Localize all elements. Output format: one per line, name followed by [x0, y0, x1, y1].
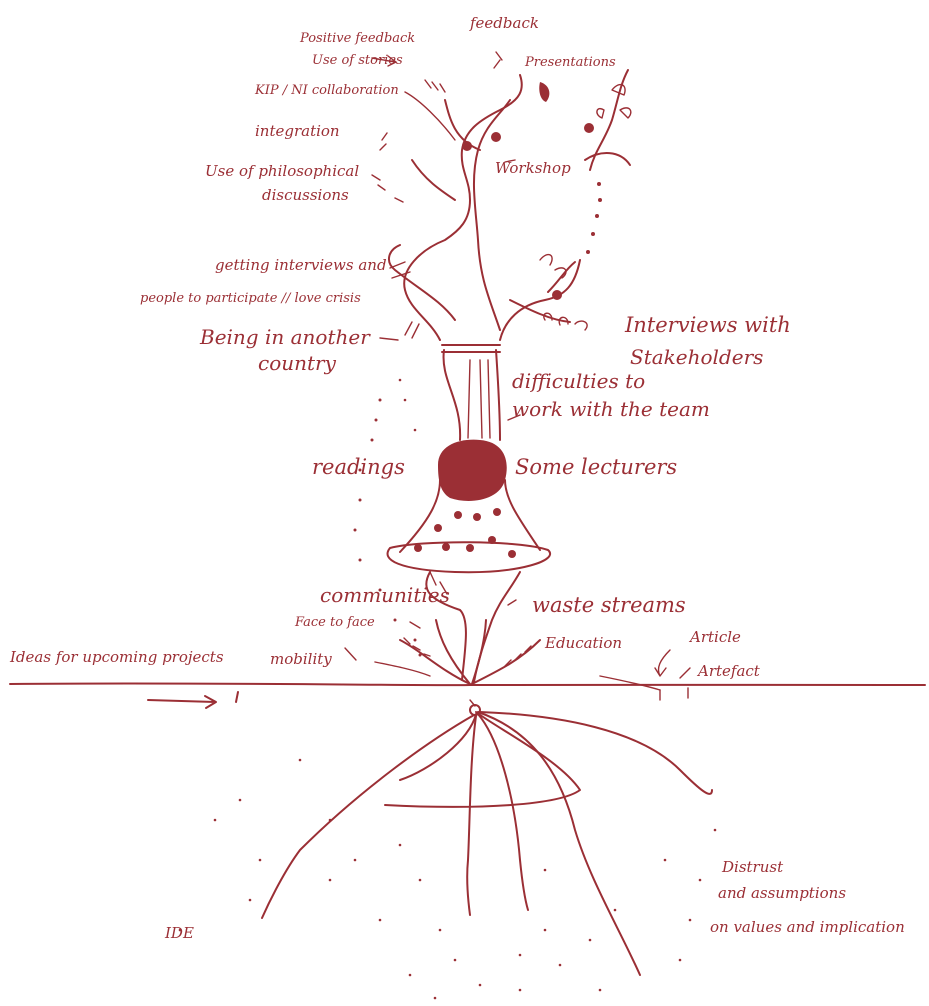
label-waste-streams: waste streams — [532, 593, 686, 617]
label-stakeholders-2: Stakeholders — [630, 345, 763, 369]
label-stakeholders-1: Interviews with — [624, 313, 791, 337]
label-presentations: Presentations — [524, 55, 616, 70]
label-philosophical-2: discussions — [262, 186, 349, 204]
label-readings: readings — [312, 455, 405, 479]
label-mobility: mobility — [270, 650, 332, 668]
roots — [262, 700, 712, 975]
label-distrust-1: Distrust — [721, 858, 784, 876]
label-integration: integration — [255, 122, 340, 140]
label-kip-ni: KIP / NI collaboration — [254, 83, 399, 98]
label-interviews-people-1: getting interviews and — [215, 256, 387, 274]
label-another-country-1: Being in another — [199, 325, 371, 349]
ground-arrow — [148, 696, 216, 708]
label-workshop: Workshop — [495, 159, 571, 177]
label-difficulties-1: difficulties to — [512, 369, 645, 393]
label-use-of-stories: Use of stories — [312, 53, 403, 68]
label-lecturers: Some lecturers — [515, 455, 677, 479]
label-ideas: Ideas for upcoming projects — [9, 648, 224, 666]
label-communities: communities — [320, 583, 450, 607]
label-another-country-2: country — [258, 351, 337, 375]
label-feedback: feedback — [469, 14, 539, 32]
ground-seed — [236, 692, 238, 702]
label-artefact: Artefact — [696, 662, 761, 680]
label-interviews-people-2: people to participate // love crisis — [140, 291, 361, 306]
label-article: Article — [688, 628, 741, 646]
label-philosophical-1: Use of philosophical — [205, 162, 359, 180]
label-face-to-face: Face to face — [294, 615, 375, 630]
label-positive-feedback: Positive feedback — [299, 31, 415, 46]
label-education: Education — [544, 634, 622, 652]
label-distrust-2: and assumptions — [718, 884, 846, 902]
ground-sprouts — [375, 620, 660, 690]
label-difficulties-2: work with the team — [512, 397, 710, 421]
label-distrust-3: on values and implication — [710, 918, 905, 936]
label-ide: IDE — [164, 924, 194, 942]
